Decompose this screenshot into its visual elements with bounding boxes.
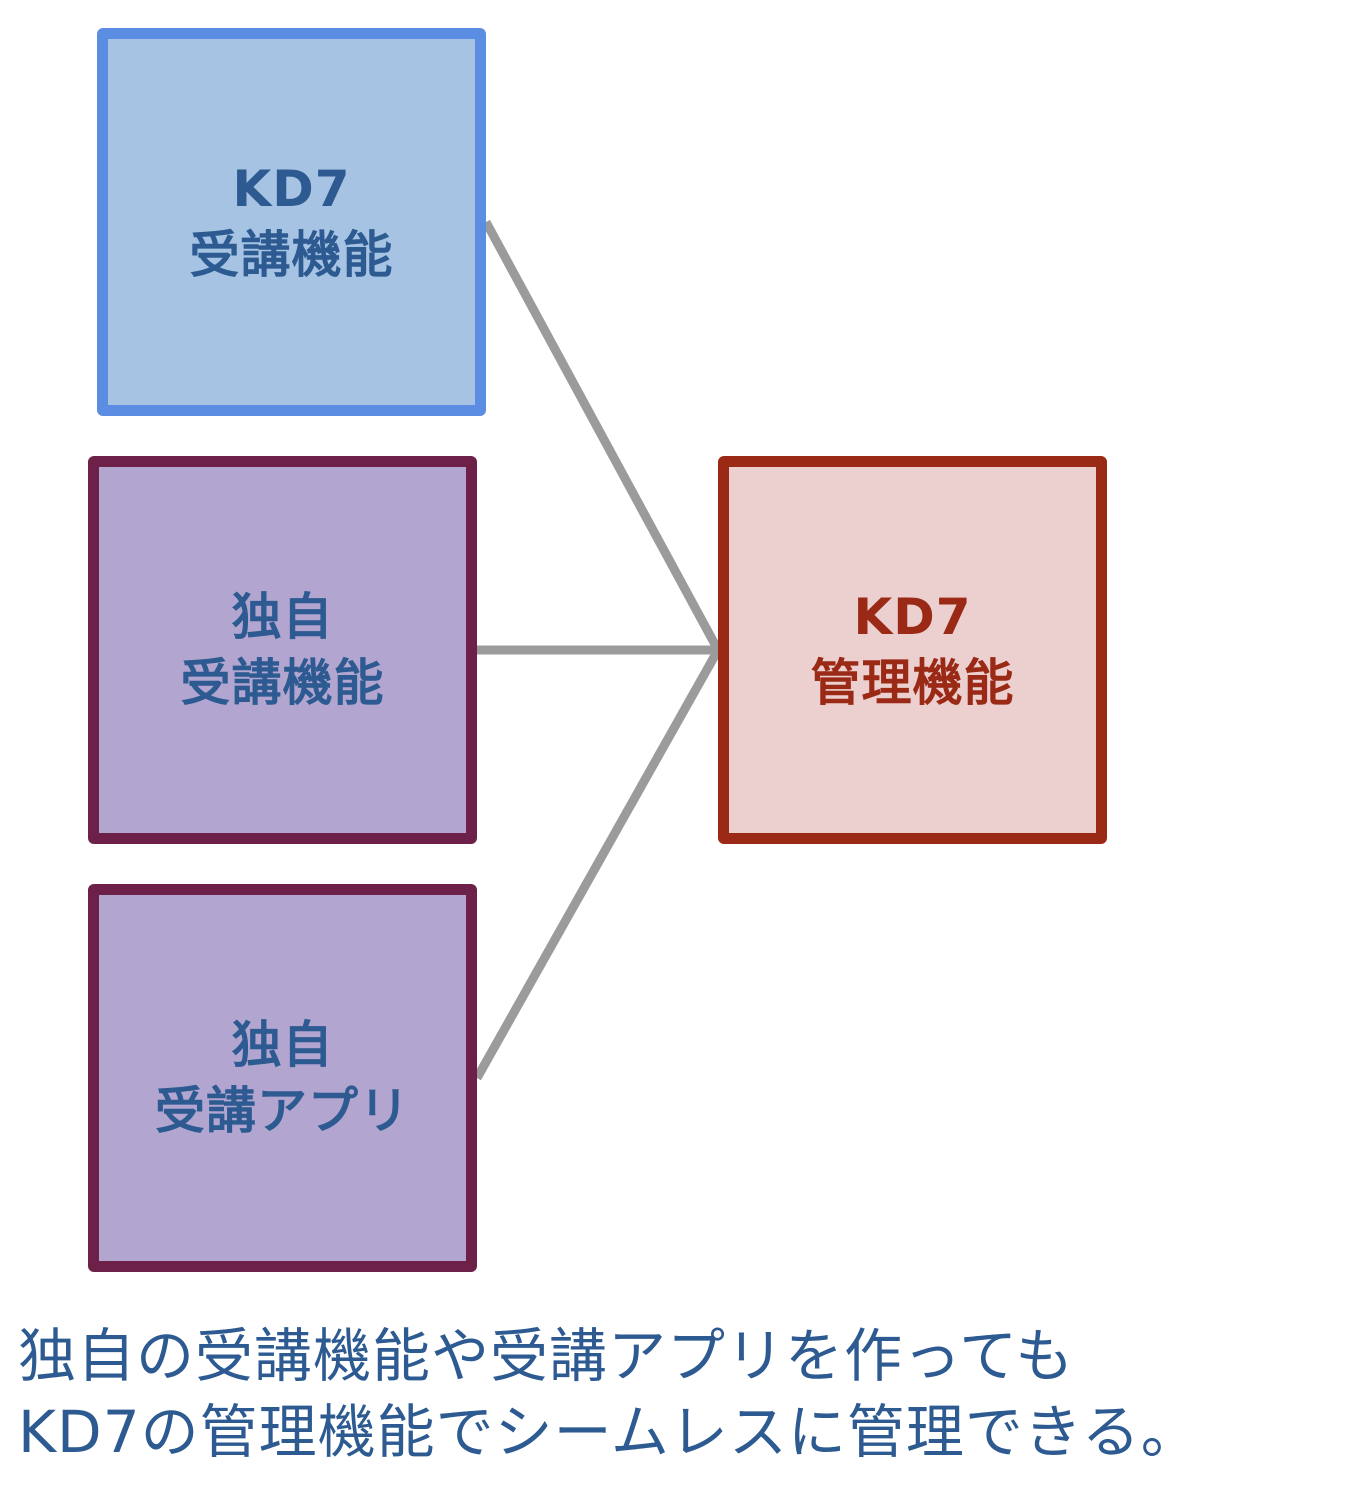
custom-learning-app-box: 独自 受講アプリ [88, 884, 477, 1272]
custom-learning-function-box: 独自 受講機能 [88, 456, 477, 844]
kd7-admin-line1: KD7 [853, 588, 972, 646]
connector-kd7-learning-to-admin [482, 219, 722, 653]
kd7-admin-function-box: KD7 管理機能 [718, 456, 1107, 844]
custom-learning-line1: 独自 [231, 588, 334, 646]
caption-line1: 独自の受講機能や受講アプリを作っても [18, 1322, 1075, 1390]
diagram-caption: 独自の受講機能や受講アプリを作っても KD7の管理機能でシームレスに管理できる。 [18, 1318, 1358, 1470]
custom-app-line2: 受講アプリ [155, 1082, 410, 1140]
kd7-learning-line2: 受講機能 [189, 226, 394, 284]
custom-learning-line2: 受講機能 [180, 654, 385, 712]
caption-line2: KD7の管理機能でシームレスに管理できる。 [18, 1398, 1200, 1466]
kd7-learning-line1: KD7 [232, 160, 351, 218]
kd7-learning-function-box: KD7 受講機能 [97, 28, 486, 416]
custom-app-line1: 独自 [231, 1016, 334, 1074]
connector-custom-app-to-admin [473, 647, 722, 1081]
kd7-admin-line2: 管理機能 [810, 654, 1015, 712]
